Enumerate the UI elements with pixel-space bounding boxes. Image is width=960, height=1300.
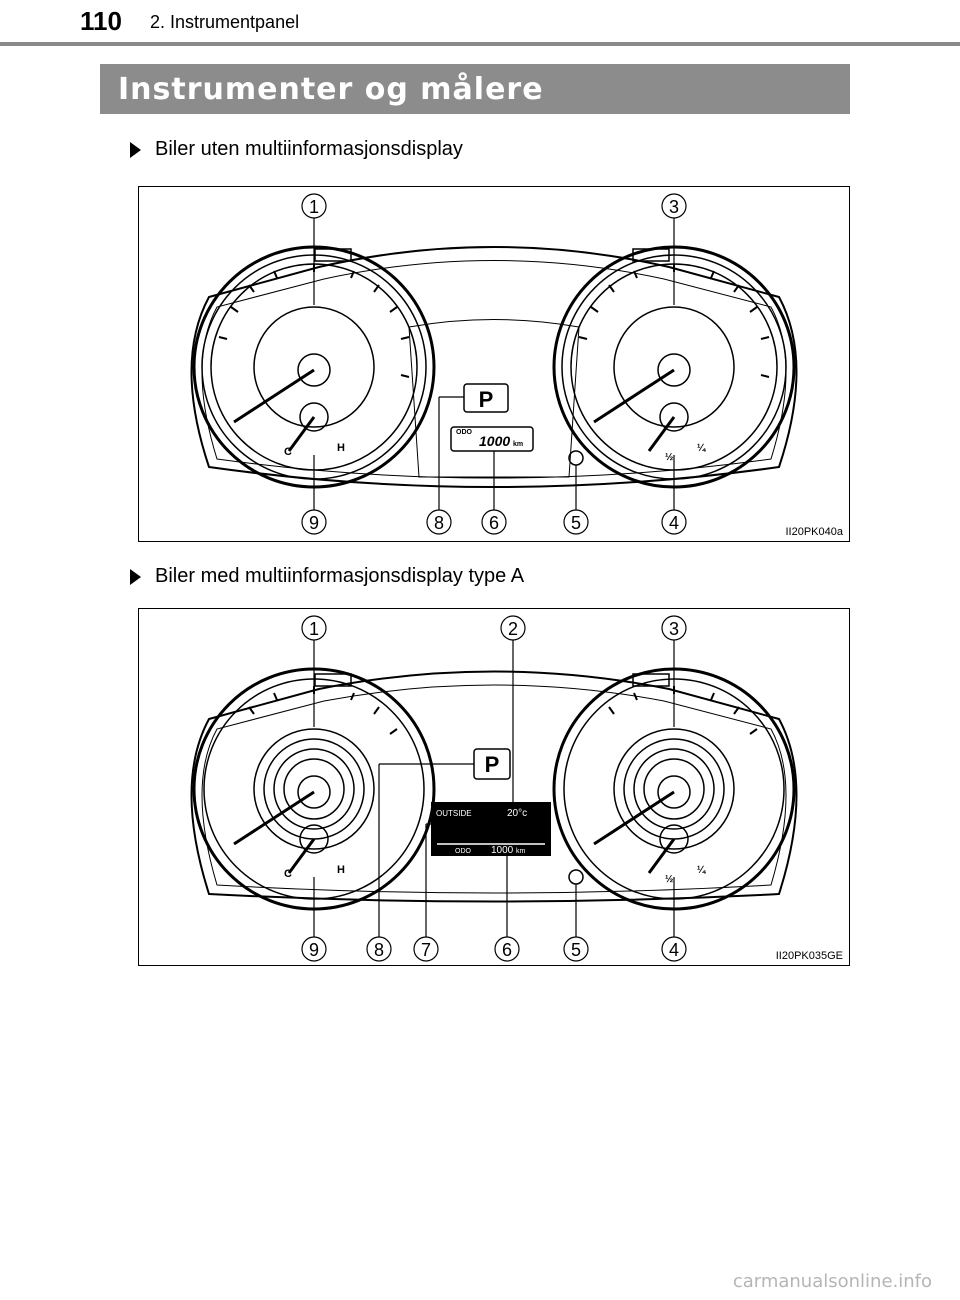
fuel-full-label: ¼	[697, 443, 706, 454]
odo-unit: km	[516, 848, 526, 855]
figure2-code: II20PK035GE	[775, 950, 843, 962]
callout-8: 8	[434, 513, 444, 533]
temp-cold-label: C	[284, 446, 292, 458]
gear-indicator: P	[485, 752, 500, 777]
callout-7: 7	[421, 940, 431, 960]
callout-6: 6	[502, 940, 512, 960]
figure2-caption-text: Biler med multiinformasjonsdisplay type …	[155, 565, 525, 587]
temp-cold-label: C	[284, 868, 292, 880]
page-header: 110 2. Instrumentpanel	[0, 0, 960, 48]
page-title: Instrumenter og målere	[118, 72, 544, 107]
section-title: 2. Instrumentpanel	[150, 12, 300, 32]
callout-3: 3	[669, 619, 679, 639]
callout-4: 4	[669, 940, 679, 960]
callout-1: 1	[309, 197, 319, 217]
odo-value: 1000	[479, 433, 510, 449]
callout-2: 2	[508, 619, 518, 639]
figure1-illustration: 1 3 9 8 6 5 4 P ODO 1000 km C H ½ ¼	[190, 193, 798, 535]
odo-value: 1000	[491, 845, 514, 856]
figure2-caption: Biler med multiinformasjonsdisplay type …	[130, 565, 524, 588]
callout-1: 1	[309, 619, 319, 639]
fuel-full-label: ¼	[697, 865, 706, 876]
callout-5: 5	[571, 513, 581, 533]
outside-temp: 20°c	[507, 808, 527, 819]
multi-info-display	[431, 802, 551, 856]
outside-label: OUTSIDE	[436, 809, 472, 818]
callout-9: 9	[309, 513, 319, 533]
odo-label: ODO	[455, 848, 472, 855]
fuel-half-label: ½	[665, 452, 673, 463]
figure1-caption: Biler uten multiinformasjonsdisplay	[130, 138, 463, 161]
figure2: 1 2 3 9 8 7 6 5 4 P OUTSIDE 20°c ODO 100…	[138, 608, 850, 966]
callout-5: 5	[571, 940, 581, 960]
watermark: carmanualsonline.info	[732, 1271, 932, 1292]
callout-8: 8	[374, 940, 384, 960]
odo-label: ODO	[456, 429, 473, 436]
odo-unit: km	[513, 441, 523, 448]
temp-hot-label: H	[337, 864, 345, 876]
callout-9: 9	[309, 940, 319, 960]
figure1-code: II20PK040a	[785, 526, 844, 538]
bullet-triangle-icon	[130, 141, 141, 158]
fuel-half-label: ½	[665, 874, 673, 885]
title-bar: Instrumenter og målere	[100, 64, 850, 114]
gear-indicator: P	[479, 387, 494, 412]
bullet-triangle-icon	[130, 568, 141, 585]
right-gauge-ticks	[578, 264, 770, 378]
temp-hot-label: H	[337, 442, 345, 454]
header-rule	[0, 42, 960, 46]
callout-4: 4	[669, 513, 679, 533]
callout-3: 3	[669, 197, 679, 217]
figure2-illustration: 1 2 3 9 8 7 6 5 4 P OUTSIDE 20°c ODO 100…	[190, 615, 798, 962]
callout-6: 6	[489, 513, 499, 533]
figure1-caption-text: Biler uten multiinformasjonsdisplay	[155, 138, 463, 160]
page-number: 110	[80, 6, 122, 36]
figure1: 1 3 9 8 6 5 4 P ODO 1000 km C H ½ ¼ II20…	[138, 186, 850, 542]
